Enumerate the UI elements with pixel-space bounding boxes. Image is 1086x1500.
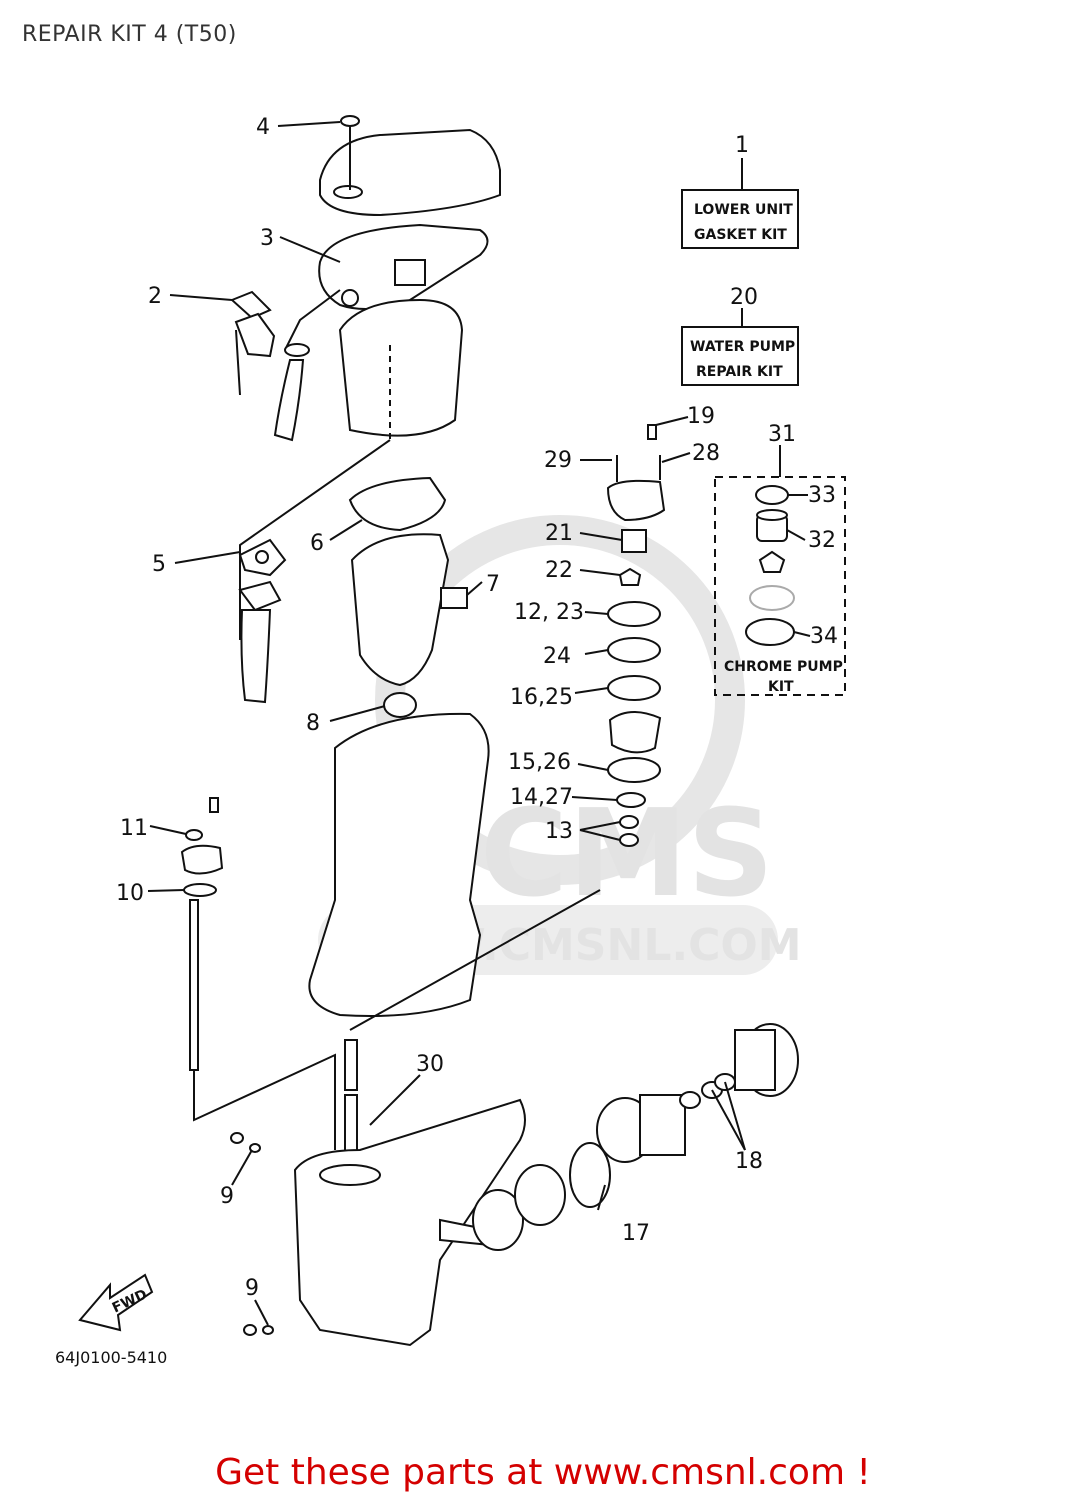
callout-22: 22 [545,558,573,583]
chrome-pump-kit-line2: KIT [768,679,794,695]
callout-32: 32 [808,528,836,553]
callout-30: 30 [416,1052,444,1077]
water-pump-repair-kit-box: WATER PUMP REPAIR KIT [681,308,799,386]
chrome-pump-kit-box: CHROME PUMP KIT [714,445,846,696]
callout-2: 2 [148,284,162,309]
callout-15-26: 15,26 [508,750,571,775]
callout-7: 7 [486,572,500,597]
water-pump-kit-line1: WATER PUMP [690,339,795,355]
callout-34: 34 [810,624,838,649]
callout-8: 8 [306,711,320,736]
callout-29: 29 [544,448,572,473]
callout-28: 28 [692,441,720,466]
callout-18: 18 [735,1149,763,1174]
callout-10: 10 [116,881,144,906]
callout-9b: 9 [245,1276,259,1301]
callout-3: 3 [260,226,274,251]
watermark-brand: CMS [480,785,774,924]
lower-unit-kit-line2: GASKET KIT [694,227,787,243]
callout-16-25: 16,25 [510,685,573,710]
callout-33: 33 [808,483,836,508]
callout-12-23: 12, 23 [514,600,584,625]
callout-17: 17 [622,1221,650,1246]
chrome-pump-kit-line1: CHROME PUMP [724,659,843,675]
callout-31: 31 [768,422,796,447]
callout-20: 20 [730,285,758,310]
callout-24: 24 [543,644,571,669]
fwd-arrow-icon: FWD [78,1273,154,1332]
callout-6: 6 [310,531,324,556]
cta-link[interactable]: Get these parts at www.cmsnl.com ! [215,1452,871,1493]
callout-11: 11 [120,816,148,841]
callout-19: 19 [687,404,715,429]
water-pump-kit-line2: REPAIR KIT [696,364,783,380]
callout-21: 21 [545,521,573,546]
callout-4: 4 [256,115,270,140]
lower-unit-kit-line1: LOWER UNIT [694,202,793,218]
document-number: 64J0100-5410 [55,1348,168,1367]
callout-13: 13 [545,819,573,844]
lower-unit-gasket-kit-box: LOWER UNIT GASKET KIT [681,158,799,249]
page-title: REPAIR KIT 4 (T50) [22,22,237,47]
callout-5: 5 [152,552,166,577]
callout-14-27: 14,27 [510,785,573,810]
callout-9a: 9 [220,1184,234,1209]
callout-1: 1 [735,133,749,158]
